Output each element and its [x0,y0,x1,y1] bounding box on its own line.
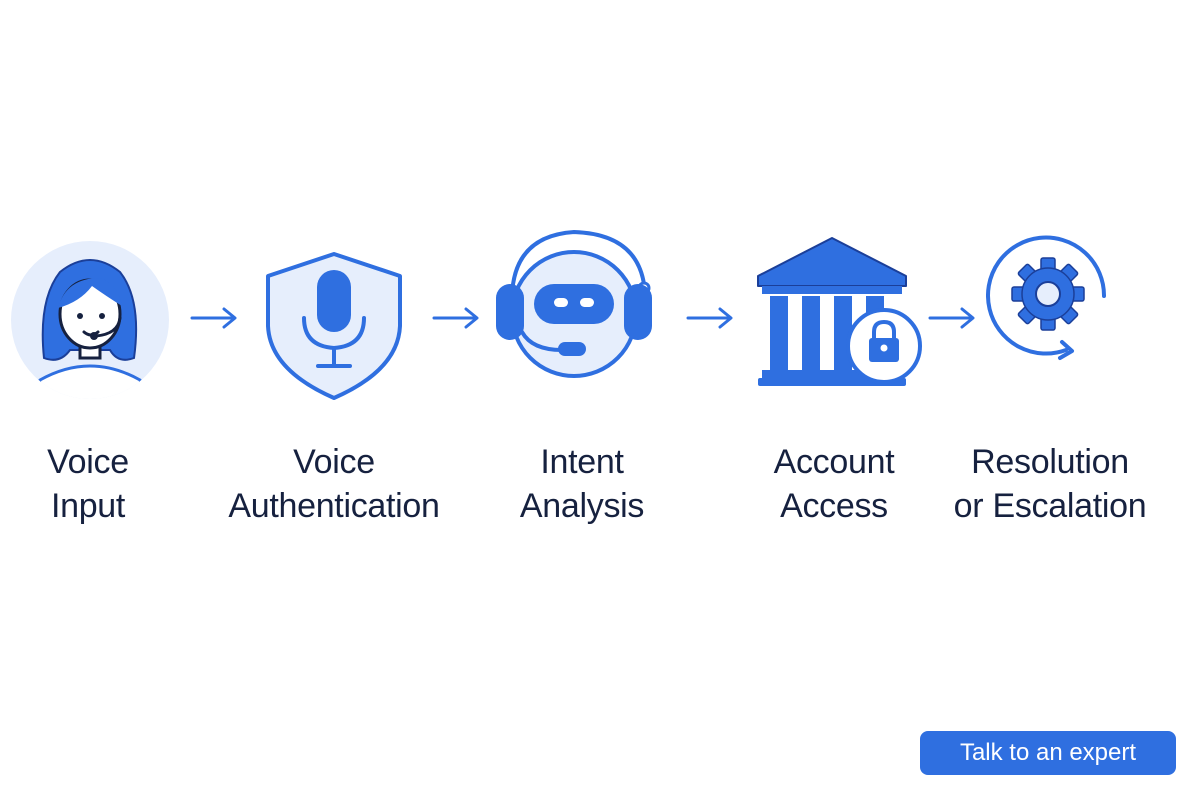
step-label-line: Intent [540,443,624,481]
step-label-line: Account [773,443,895,481]
step-label-line: Authentication [228,487,440,525]
step-label-line: Analysis [519,487,645,525]
step-label-voice-authentication: Voice Authentication [206,440,462,528]
step-label-voice-input: Voice Input [0,440,176,528]
step-label-line: Voice [47,443,129,481]
step-label-line: or Escalation [953,487,1147,525]
step-label-line: Access [780,487,888,525]
arrow-right-icon [686,307,733,329]
bank-lock-icon [757,237,922,386]
robot-headset-icon [496,229,652,378]
talk-to-expert-button[interactable]: Talk to an expert [920,731,1176,775]
step-label-line: Resolution [971,443,1129,481]
arrow-right-icon [190,307,237,329]
step-label-account-access: Account Access [746,440,922,528]
step-label-line: Voice [293,443,375,481]
arrow-right-icon [928,307,975,329]
gear-cycle-icon [986,235,1107,360]
agent-headset-icon [11,241,169,399]
arrow-right-icon [432,307,479,329]
step-label-resolution-escalation: Resolution or Escalation [934,440,1166,528]
shield-microphone-icon [266,252,402,400]
step-label-line: Input [50,487,126,525]
step-label-intent-analysis: Intent Analysis [494,440,670,528]
